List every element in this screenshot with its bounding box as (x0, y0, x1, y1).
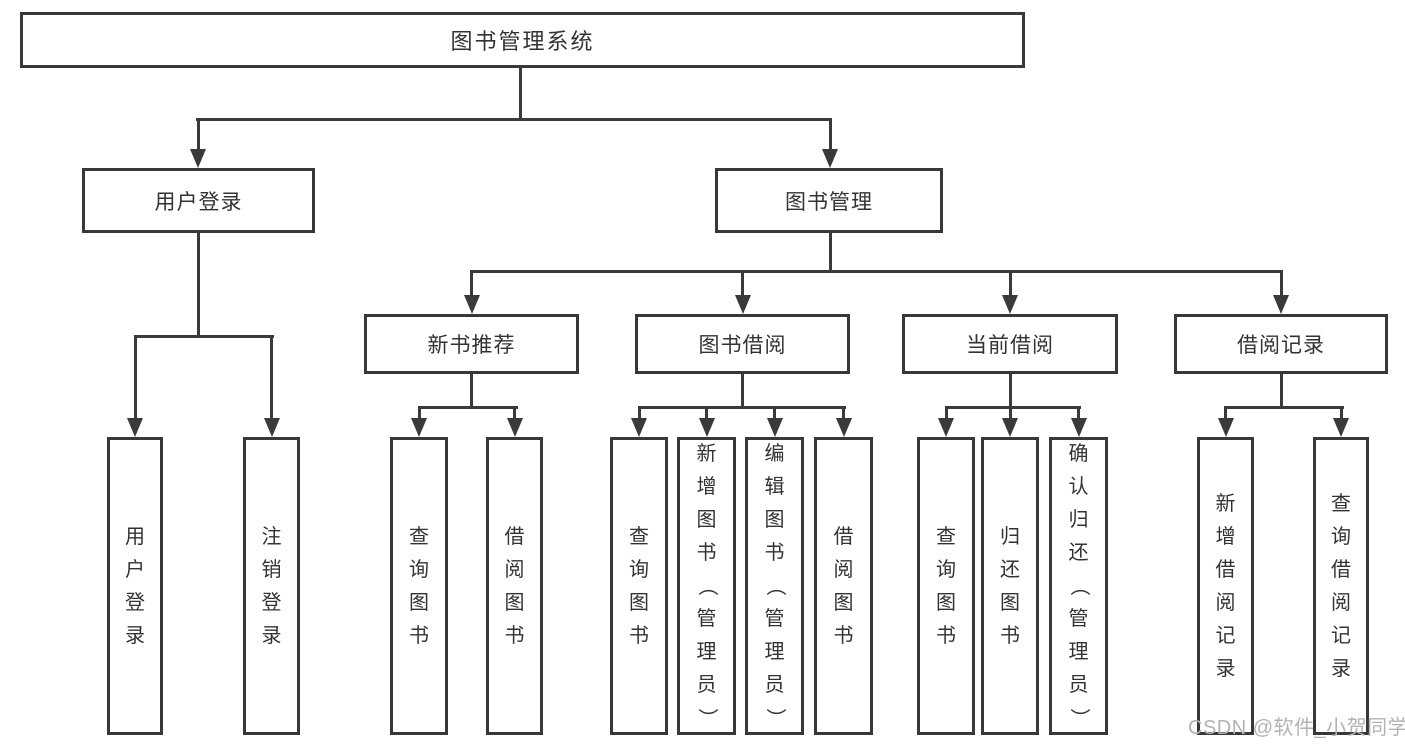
connector-user-login-stub (196, 233, 200, 335)
arrow-down-icon (766, 406, 783, 437)
node-root: 图书管理系统 (20, 12, 1025, 68)
arrow-down-icon (835, 406, 852, 437)
connector-recommend-stub (470, 374, 473, 406)
leaf-query-borrow-record: 查询借阅记录 (1313, 437, 1369, 735)
arrow-down-icon (190, 118, 206, 168)
connector-current-rail (944, 406, 1081, 409)
arrow-down-icon (822, 118, 838, 168)
connector-root-stub (519, 68, 522, 118)
connector-root-rail (196, 118, 831, 121)
leaf-logout: 注销登录 (243, 437, 300, 735)
node-book-management-label: 图书管理 (785, 190, 873, 214)
connector-current-stub (1008, 374, 1012, 406)
leaf-edit-books-admin: 编辑图书（管理员） (745, 437, 804, 735)
leaf-user-login: 用户登录 (107, 437, 163, 735)
arrow-down-icon (1217, 406, 1234, 437)
connector-user-login-rail (133, 335, 274, 338)
connector-records-stub (1279, 374, 1283, 406)
node-book-borrow: 图书借阅 (635, 314, 850, 374)
leaf-borrow-books: 借阅图书 (814, 437, 873, 735)
arrow-down-icon (1333, 406, 1349, 437)
node-book-management: 图书管理 (715, 168, 943, 233)
arrow-down-icon (631, 406, 647, 437)
arrow-down-icon (698, 406, 715, 437)
leaf-query-books-borrow: 查询图书 (610, 437, 668, 735)
leaf-add-books-admin: 新增图书（管理员） (677, 437, 736, 735)
connector-book-mgmt-rail (470, 270, 1283, 273)
node-current-borrow: 当前借阅 (902, 314, 1118, 374)
connector-records-rail (1224, 406, 1344, 409)
node-book-borrow-label: 图书借阅 (698, 334, 787, 357)
arrow-down-icon (506, 406, 523, 437)
leaf-borrow-books-recommend: 借阅图书 (486, 437, 543, 735)
node-new-book-recommend-label: 新书推荐 (427, 334, 516, 357)
arrow-down-icon (1273, 270, 1289, 314)
arrow-down-icon (411, 406, 427, 437)
leaf-return-books: 归还图书 (981, 437, 1039, 735)
leaf-confirm-return-admin: 确认归还（管理员） (1049, 437, 1108, 735)
arrow-down-icon (263, 335, 280, 437)
connector-recommend-rail (417, 406, 518, 409)
leaf-query-books-current: 查询图书 (917, 437, 975, 735)
node-root-label: 图书管理系统 (450, 29, 595, 54)
arrow-down-icon (127, 335, 143, 437)
arrow-down-icon (938, 406, 954, 437)
connector-borrow-stub (741, 374, 744, 406)
node-current-borrow-label: 当前借阅 (966, 334, 1054, 357)
leaf-query-books-recommend: 查询图书 (390, 437, 448, 735)
arrow-down-icon (463, 270, 480, 314)
connector-borrow-rail (637, 406, 846, 409)
arrow-down-icon (1070, 406, 1087, 437)
node-user-login: 用户登录 (82, 168, 315, 233)
leaf-add-borrow-record: 新增借阅记录 (1197, 437, 1254, 735)
arrow-down-icon (1002, 270, 1018, 314)
watermark: CSDN @软件_小贺同学 (1188, 717, 1405, 739)
arrow-down-icon (734, 270, 751, 314)
node-borrow-records: 借阅记录 (1174, 314, 1388, 374)
arrow-down-icon (1002, 406, 1018, 437)
node-new-book-recommend: 新书推荐 (364, 314, 579, 374)
connector-book-mgmt-stub (828, 233, 832, 270)
node-user-login-label: 用户登录 (154, 190, 243, 214)
node-borrow-records-label: 借阅记录 (1237, 334, 1325, 357)
